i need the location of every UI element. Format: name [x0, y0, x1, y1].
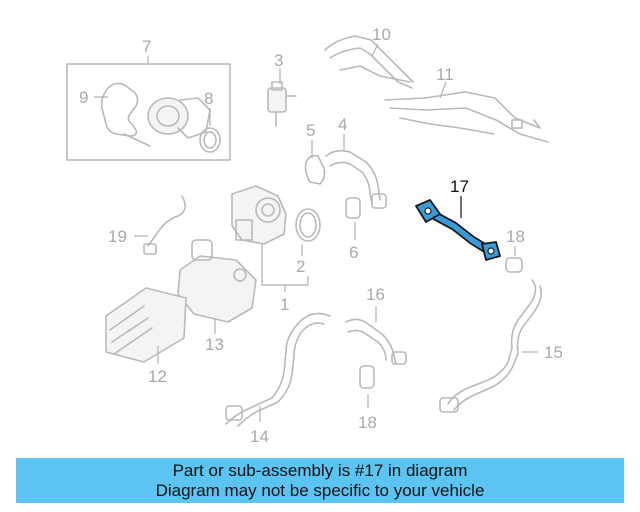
callout-14: 14: [250, 427, 269, 446]
part-15-pipe: [439, 279, 542, 413]
part-17-flange-right-hole: [487, 247, 495, 255]
callout-8: 8: [204, 89, 213, 108]
part-17-flange-left-hole: [424, 207, 432, 215]
part-2-o-ring: [295, 208, 321, 256]
callout-18-lower: 18: [358, 413, 377, 432]
callout-17: 17: [450, 177, 469, 196]
callout-2: 2: [296, 257, 305, 276]
part-14-pipe: [225, 312, 331, 427]
caption-line-2: Diagram may not be specific to your vehi…: [155, 480, 485, 500]
part-12-cooler: [105, 287, 187, 364]
callout-6: 6: [349, 243, 358, 262]
callout-3: 3: [274, 51, 283, 70]
part-11-pipes: [384, 81, 549, 143]
throttle-body: [231, 185, 287, 245]
part-17-pipe-highlight: [415, 196, 501, 261]
part-9-gasket: [100, 82, 139, 137]
parts-diagram: 7 9 8 3 10 11 5 4 17 18 19 2 6 1 16 13 1…: [66, 25, 563, 446]
caption-line-1: Part or sub-assembly is #17 in diagram: [172, 460, 468, 480]
callout-10: 10: [372, 25, 391, 44]
callout-4: 4: [338, 115, 347, 134]
part-18-upper-gasket: [505, 246, 523, 273]
callout-1: 1: [280, 295, 289, 314]
part-5-gasket: [304, 140, 326, 185]
part-6-gasket: [345, 197, 361, 240]
part-17-pipe-fill: [425, 209, 491, 253]
callout-7: 7: [142, 37, 151, 56]
callout-15: 15: [544, 343, 563, 362]
part-8-o-ring: [199, 127, 221, 153]
callout-19: 19: [108, 227, 127, 246]
callout-18-upper: 18: [506, 227, 525, 246]
callout-5: 5: [306, 121, 315, 140]
part-13-egr-valve: [177, 239, 257, 334]
callout-11: 11: [436, 65, 454, 84]
part-3-valve: [267, 68, 297, 127]
part-4-pipe: [325, 134, 387, 209]
callout-13: 13: [205, 335, 224, 354]
part-10-pipes: [324, 35, 414, 89]
info-caption-banner: Part or sub-assembly is #17 in diagram D…: [16, 458, 624, 503]
callout-12: 12: [148, 367, 167, 386]
callout-16: 16: [366, 285, 385, 304]
callout-9: 9: [79, 88, 88, 107]
part-16-pipe: [345, 306, 407, 365]
part-7-assembly: [66, 56, 231, 161]
part-18-lower-gasket: [359, 365, 375, 408]
part-1-leader: [261, 244, 309, 292]
part-19-sensor: [134, 195, 186, 255]
